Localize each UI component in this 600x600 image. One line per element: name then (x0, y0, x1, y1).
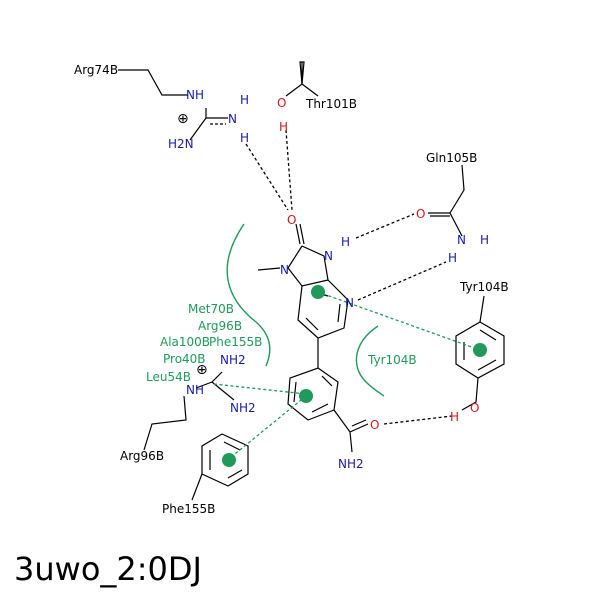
hbond-n-gln-h (357, 261, 447, 301)
centroid-pyridine (311, 285, 325, 299)
hbond-nh-gln-o (355, 213, 415, 239)
residue-phe155-bottom: Phe155B (162, 502, 215, 516)
atom-h-arg74-b: H (240, 131, 249, 145)
hbond-thr-o (285, 129, 293, 211)
atom-nh-arg74: NH (186, 88, 204, 102)
residue-tyr104-top: Tyr104B (459, 280, 509, 294)
central-phenyl-inner (293, 375, 333, 413)
atom-n-ligand-1: N (324, 249, 333, 263)
atom-nh-arg96: NH (186, 383, 204, 397)
hbond-arg74-o (245, 143, 289, 211)
centroid-phe155 (222, 453, 236, 467)
atom-n-gln: N (457, 233, 466, 247)
residue-pro40: Pro40B (163, 352, 206, 366)
atom-o-ligand: O (287, 213, 296, 227)
tyr104-hydroxyl (461, 377, 479, 411)
charge-icon: ⊕ (196, 362, 208, 378)
hydrogen-bonds (245, 129, 453, 425)
ligand-imidazolone (287, 245, 329, 287)
atom-n-ligand-3: N (345, 296, 354, 310)
diagram-title: 3uwo_2:0DJ (14, 550, 202, 588)
residue-arg74: Arg74B (74, 63, 118, 77)
atom-o-gln: O (416, 207, 425, 221)
hydrophobic-contacts (226, 223, 385, 397)
phe155-ring (201, 433, 249, 487)
gln105-chain (449, 164, 465, 214)
pi-interactions (213, 285, 487, 467)
ligand-pyridine (297, 279, 349, 339)
gln105-amide (449, 212, 463, 237)
atom-h-gln-b: H (448, 251, 457, 265)
central-phenyl (287, 367, 339, 421)
residue-arg96-hydrophobic: Arg96B (198, 319, 242, 333)
phe155-ring-inner (209, 441, 243, 479)
residue-leu54: Leu54B (146, 370, 191, 384)
hydrophobic-arc-left (226, 223, 271, 367)
ligand-carbonyl (295, 223, 305, 245)
pi-pyridine-tyr (317, 291, 481, 351)
arg74-guanidine (189, 108, 228, 141)
residue-tyr104-hydrophobic: Tyr104B (367, 353, 417, 367)
atom-h-gln-a: H (480, 233, 489, 247)
amide-bond (333, 409, 369, 453)
thr101-wedge (299, 61, 305, 85)
atom-o-amide: O (370, 418, 379, 432)
atom-nh2-arg96: NH2 (220, 353, 246, 367)
atom-h2n-arg74: H2N (168, 137, 194, 151)
arg96-chain (143, 395, 187, 451)
ligand-methyl (257, 267, 281, 271)
residue-met70: Met70B (188, 302, 234, 316)
atom-n-arg74: N (228, 112, 237, 126)
atom-o-thr: O (277, 96, 286, 110)
hydrophobic-arc-right (355, 325, 385, 397)
atom-n-arg96: NH2 (230, 401, 256, 415)
gln105-carbonyl (428, 212, 450, 217)
residue-thr101: Thr101B (305, 97, 357, 111)
atom-h-thr: H (279, 120, 288, 134)
centroid-phenyl (299, 389, 313, 403)
pi-cation-arg96 (213, 383, 307, 395)
residue-labels: Arg74B Thr101B Gln105B Tyr104B Tyr104B M… (74, 63, 509, 516)
centroid-tyr104 (473, 343, 487, 357)
phe155-chain (191, 473, 203, 501)
tyr104-chain (479, 295, 485, 323)
atom-n-ligand-2: N (280, 263, 289, 277)
residue-phe155-hydrophobic: Phe155B (209, 335, 262, 349)
hbond-amide-tyr (383, 415, 453, 425)
tyr104-ring-inner (463, 329, 497, 371)
atom-h-arg74-a: H (240, 93, 249, 107)
residue-ala100: Ala100B (160, 335, 210, 349)
bonds (118, 61, 505, 501)
atom-o-tyr: O (470, 401, 479, 415)
atom-h-ligand-1: H (341, 235, 350, 249)
residue-arg96-bottom: Arg96B (120, 449, 164, 463)
arg96-guanidine (195, 371, 235, 401)
atom-h-tyr: H (450, 410, 459, 424)
atom-nh2-amide: NH2 (338, 457, 364, 471)
atom-labels: NH ⊕ H2N N H H O H O N H N N O N H H NH2… (168, 88, 489, 471)
charge-icon: ⊕ (177, 111, 189, 127)
residue-gln105: Gln105B (426, 151, 477, 165)
arg74-chain (118, 69, 188, 96)
